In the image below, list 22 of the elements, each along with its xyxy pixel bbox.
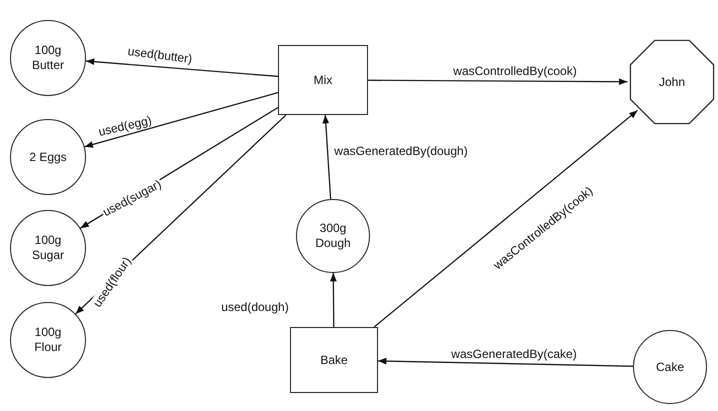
edge-label: used(dough) <box>220 300 290 314</box>
arrow <box>378 358 634 367</box>
node-text: Bake <box>319 352 349 368</box>
node-text: 100g Flour <box>33 325 63 355</box>
node-text: Cake <box>654 360 685 374</box>
arrow <box>322 114 332 200</box>
edge-label: wasGeneratedBy(dough) <box>333 144 469 158</box>
node-text: John <box>658 74 686 90</box>
node-text: 2 Eggs <box>28 150 68 164</box>
node-text: 300g Dough <box>314 221 352 251</box>
arrow <box>86 58 278 77</box>
arrow <box>84 92 278 148</box>
arrow <box>330 273 337 327</box>
process-box <box>278 45 368 115</box>
node-text: 100g Sugar <box>30 233 66 263</box>
edge-label: wasControlledBy(cook) <box>452 64 578 78</box>
arrow <box>374 110 638 328</box>
process-box <box>290 327 378 393</box>
arrow <box>368 78 628 86</box>
node-text: 100g Butter <box>30 43 65 73</box>
edge-label: wasGeneratedBy(cake) <box>450 347 578 361</box>
node-text: Mix <box>312 72 334 88</box>
